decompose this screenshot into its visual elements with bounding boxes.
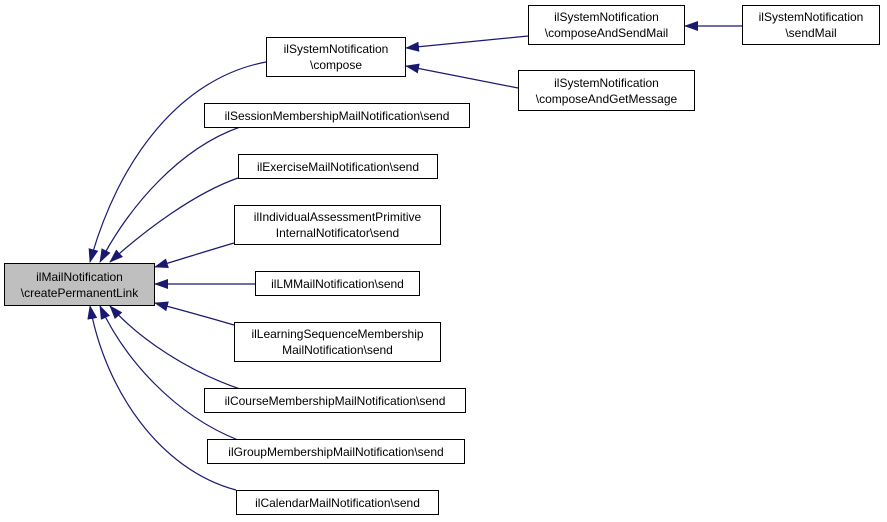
edge-composeandsendmail-to-compose: [405, 35, 529, 52]
node-label-line1: ilSystemNotification: [554, 75, 659, 90]
node-label: ilSessionMembershipMailNotification\send: [224, 108, 450, 123]
edge-composeandgetmessage-to-compose: [405, 63, 519, 89]
node-exercisemailnotification-send[interactable]: ilExerciseMailNotification\send: [238, 154, 438, 179]
node-systemnotification-sendmail[interactable]: ilSystemNotification \sendMail: [742, 5, 880, 45]
node-systemnotification-composeandgetmessage[interactable]: ilSystemNotification \composeAndGetMessa…: [518, 70, 695, 111]
edge-learning-to-focus: [154, 301, 235, 326]
node-label-line2: \createPermanentLink: [20, 285, 139, 300]
node-label-line1: ilSystemNotification: [554, 10, 659, 24]
node-groupmembershipmailnotification-send[interactable]: ilGroupMembershipMailNotification\send: [207, 439, 465, 464]
edge-group-to-focus: [99, 305, 239, 441]
node-label-line1: ilLearningSequenceMembership: [251, 327, 424, 341]
node-label: ilCalendarMailNotification\send: [255, 495, 420, 510]
node-label-line2: \composeAndSendMail: [544, 26, 669, 40]
node-label-line2: \sendMail: [785, 26, 837, 40]
node-label: ilExerciseMailNotification\send: [256, 159, 420, 174]
node-lmmailnotification-send[interactable]: ilLMMailNotification\send: [255, 271, 420, 296]
edge-course-to-focus: [109, 305, 241, 390]
edge-individual-to-focus: [154, 242, 235, 269]
node-label-line2: \composeAndGetMessage: [535, 91, 678, 106]
edge-compose-to-focus: [88, 61, 267, 263]
node-learningsequencemembership-mailnotification-send[interactable]: ilLearningSequenceMembership MailNotific…: [234, 322, 441, 362]
node-calendarmailnotification-send[interactable]: ilCalendarMailNotification\send: [236, 490, 439, 515]
node-mailnotification-createpermanentlink: ilMailNotification \createPermanentLink: [4, 263, 155, 306]
node-label-line1: ilIndividualAssessmentPrimitive: [253, 210, 422, 224]
node-label-line1: ilMailNotification: [36, 269, 123, 284]
edge-calendar-to-focus: [87, 305, 237, 491]
node-individualassessmentprimitive-internalnotificator-send[interactable]: ilIndividualAssessmentPrimitive Internal…: [234, 205, 441, 245]
node-label-line2: InternalNotificator\send: [275, 226, 400, 240]
node-label-line2: \compose: [309, 58, 363, 72]
edge-exercise-to-focus: [109, 177, 239, 263]
node-label: ilGroupMembershipMailNotification\send: [228, 444, 444, 459]
node-systemnotification-composeandsendmail[interactable]: ilSystemNotification \composeAndSendMail: [528, 5, 685, 45]
node-coursemembershipmailnotification-send[interactable]: ilCourseMembershipMailNotification\send: [204, 388, 466, 413]
node-sessionmembershipmailnotification-send[interactable]: ilSessionMembershipMailNotification\send: [204, 103, 470, 128]
node-systemnotification-compose[interactable]: ilSystemNotification \compose: [266, 37, 406, 77]
edge-session-to-focus: [99, 126, 241, 263]
node-label: ilCourseMembershipMailNotification\send: [224, 393, 446, 408]
node-label-line1: ilSystemNotification: [283, 42, 389, 56]
node-label: ilLMMailNotification\send: [271, 276, 404, 291]
node-label-line2: MailNotification\send: [282, 343, 393, 357]
node-label-line1: ilSystemNotification: [758, 10, 864, 24]
